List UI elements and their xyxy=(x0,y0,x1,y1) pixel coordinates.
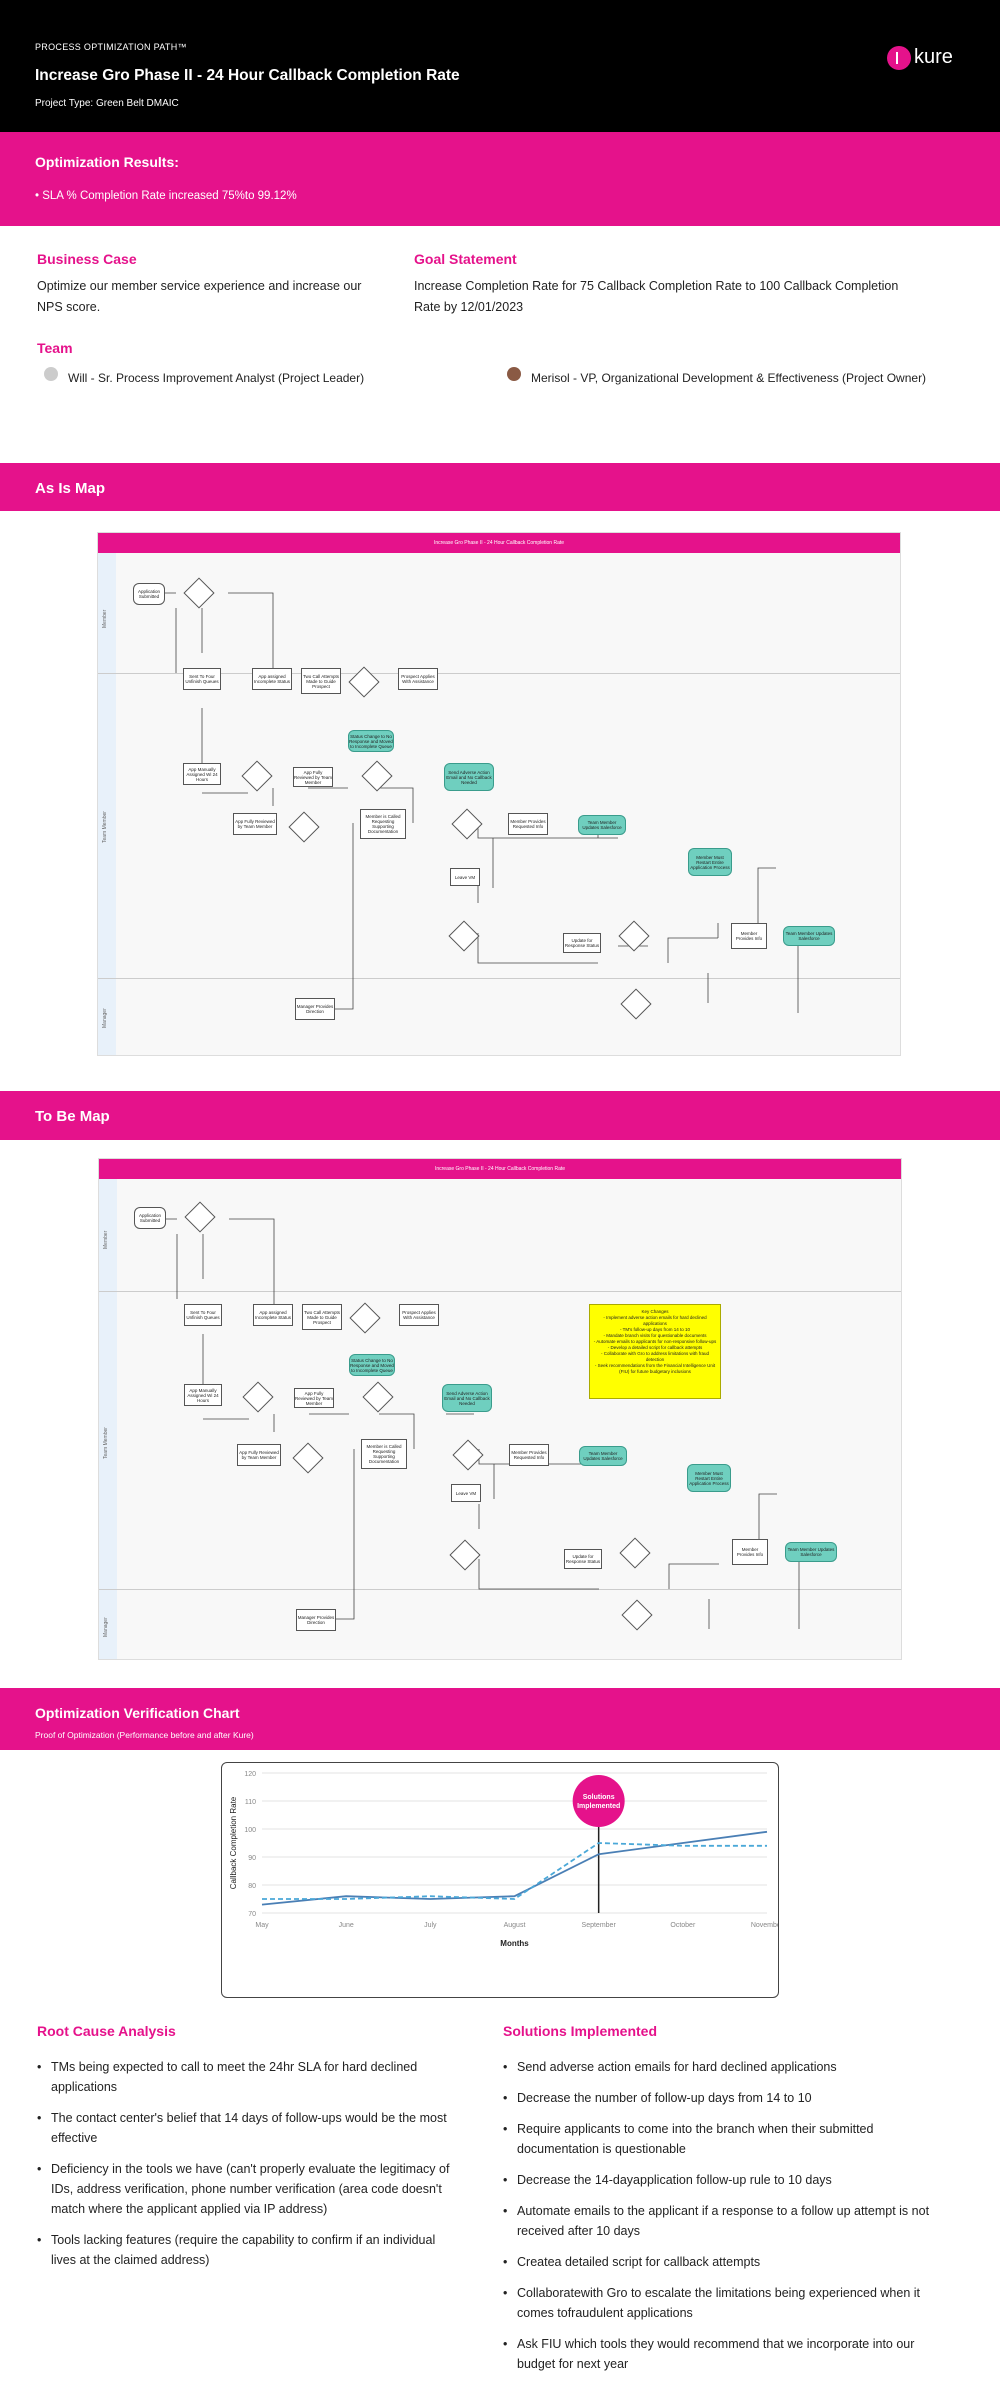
list-item: Ask FIU which tools they would recommend… xyxy=(503,2334,933,2374)
list-item: Require applicants to come into the bran… xyxy=(503,2119,933,2159)
as-is-title: As Is Map xyxy=(35,480,106,497)
y-tick-label: 80 xyxy=(248,1883,256,1890)
avatar xyxy=(507,367,521,381)
eyebrow: PROCESS OPTIMIZATION PATH™ xyxy=(35,42,187,52)
note-title: Key Changes xyxy=(641,1309,669,1314)
kure-logo-icon xyxy=(887,46,911,70)
y-tick-label: 90 xyxy=(248,1855,256,1862)
chart-section-title: Optimization Verification Chart xyxy=(35,1705,240,1721)
list-item: Decrease the number of follow-up days fr… xyxy=(503,2088,933,2108)
map-title: Increase Gro Phase II - 24 Hour Callback… xyxy=(99,1159,901,1179)
y-tick-label: 100 xyxy=(244,1827,256,1834)
map-title: Increase Gro Phase II - 24 Hour Callback… xyxy=(98,533,900,553)
to-be-banner: To Be Map xyxy=(0,1091,1000,1140)
as-is-banner: As Is Map xyxy=(0,463,1000,511)
team-member-will: Will - Sr. Process Improvement Analyst (… xyxy=(68,371,365,385)
x-tick-label: July xyxy=(424,1922,437,1929)
as-is-map: Increase Gro Phase II - 24 Hour Callback… xyxy=(97,532,901,1056)
list-item: Decrease the 14-dayapplication follow-up… xyxy=(503,2170,933,2190)
y-tick-label: 110 xyxy=(245,1799,256,1806)
x-tick-label: May xyxy=(255,1922,269,1929)
root-cause-list: TMs being expected to call to meet the 2… xyxy=(37,2057,462,2281)
solutions-title: Solutions Implemented xyxy=(503,2023,658,2039)
annotation-label: Implemented xyxy=(577,1803,620,1810)
x-axis-label: Months xyxy=(500,1939,529,1948)
series-line-0 xyxy=(261,1830,768,1906)
list-item: Collaboratewith Gro to escalate the limi… xyxy=(503,2283,933,2323)
chart-section-subtitle: Proof of Optimization (Performance befor… xyxy=(35,1730,254,1740)
y-tick-label: 70 xyxy=(248,1911,256,1918)
results-banner: Optimization Results: • SLA % Completion… xyxy=(0,132,1000,226)
flow-connectors xyxy=(155,592,799,1013)
list-item: The contact center's belief that 14 days… xyxy=(37,2108,462,2148)
results-item: • SLA % Completion Rate increased 75%to … xyxy=(35,190,297,202)
team-member-merisol: Merisol - VP, Organizational Development… xyxy=(531,371,927,385)
business-case-text: Optimize our member service experience a… xyxy=(37,279,362,314)
x-tick-label: August xyxy=(504,1922,526,1929)
project-type: Project Type: Green Belt DMAIC xyxy=(35,98,179,109)
results-title: Optimization Results: xyxy=(35,154,179,170)
solutions-list: Send adverse action emails for hard decl… xyxy=(503,2057,933,2385)
annotation-label: Solutions xyxy=(583,1794,615,1801)
avatar xyxy=(44,367,58,381)
x-tick-label: September xyxy=(582,1922,617,1929)
goal-text: Increase Completion Rate for 75 Callback… xyxy=(414,279,899,314)
page-title: Increase Gro Phase II - 24 Hour Callback… xyxy=(35,67,460,84)
list-item: Automate emails to the applicant if a re… xyxy=(503,2201,933,2241)
chart-banner: Optimization Verification Chart Proof of… xyxy=(0,1688,1000,1750)
list-item: Send adverse action emails for hard decl… xyxy=(503,2057,933,2077)
x-tick-label: November xyxy=(751,1922,779,1929)
list-item: Createa detailed script for callback att… xyxy=(503,2252,933,2272)
to-be-title: To Be Map xyxy=(35,1108,110,1125)
x-tick-label: October xyxy=(670,1922,696,1929)
annotation-marker xyxy=(572,1775,625,1827)
y-tick-label: 120 xyxy=(244,1771,256,1778)
x-tick-label: June xyxy=(339,1922,354,1929)
goal-title: Goal Statement xyxy=(414,251,517,267)
to-be-map: Increase Gro Phase II - 24 Hour Callback… xyxy=(98,1158,902,1660)
list-item: TMs being expected to call to meet the 2… xyxy=(37,2057,462,2097)
y-axis-label: Callback Completion Rate xyxy=(229,1796,238,1889)
team-title: Team xyxy=(37,340,73,356)
logo-text: kure xyxy=(914,46,953,68)
series-line-1 xyxy=(262,1842,767,1900)
page-header: PROCESS OPTIMIZATION PATH™ Increase Gro … xyxy=(0,0,1000,132)
key-changes-note: Key Changes - Implement adverse action e… xyxy=(589,1304,721,1399)
business-case-title: Business Case xyxy=(37,251,137,267)
list-item: Tools lacking features (require the capa… xyxy=(37,2230,462,2270)
list-item: Deficiency in the tools we have (can't p… xyxy=(37,2159,462,2219)
root-cause-title: Root Cause Analysis xyxy=(37,2023,176,2039)
